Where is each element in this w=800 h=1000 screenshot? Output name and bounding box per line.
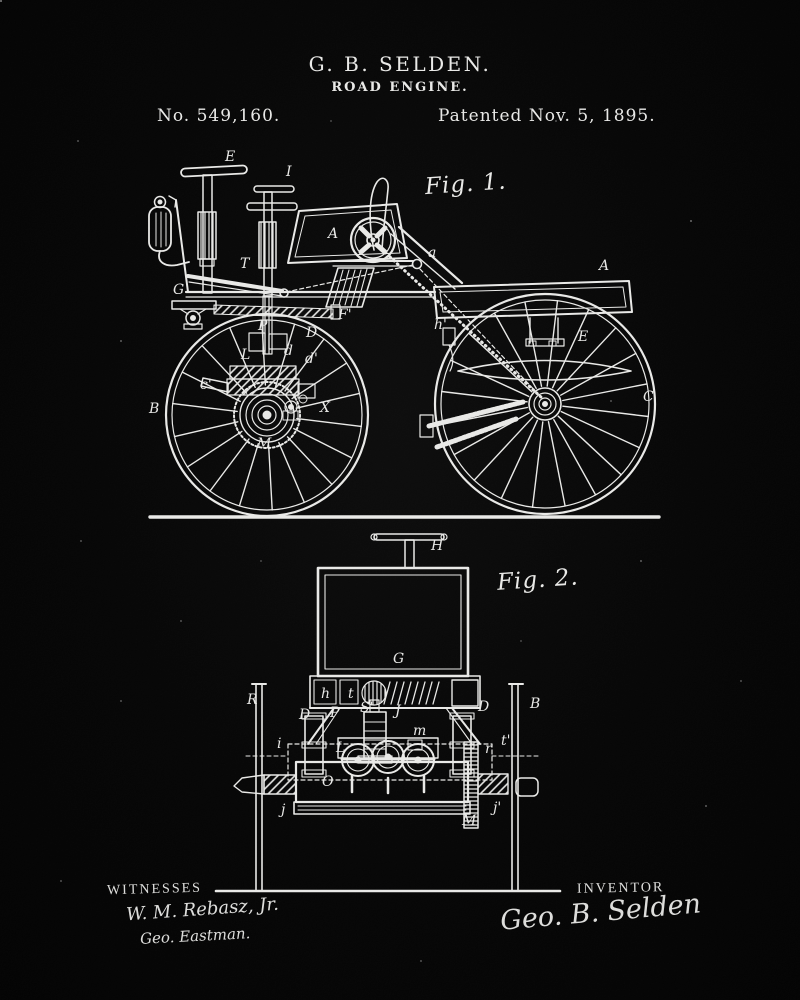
frame-beam — [390, 233, 456, 290]
part-label-E: E — [224, 149, 235, 165]
front-leaf-spring — [213, 304, 334, 319]
chain-dashed-guide — [419, 268, 541, 397]
clutch-handle — [370, 533, 448, 569]
part-label-r: r — [485, 741, 493, 757]
drive-chain — [388, 255, 544, 400]
part-label-t: t' — [501, 733, 510, 749]
part-label-J: J — [392, 703, 402, 719]
fig1-caption: Fig. 1. — [423, 168, 507, 200]
part-label-A: A — [326, 226, 338, 242]
cylinder-left — [301, 712, 327, 778]
rear-frame-rail — [433, 280, 633, 319]
part-label-d: d — [284, 343, 293, 359]
part-label-h: h — [321, 686, 330, 702]
part-label-E: E — [577, 329, 588, 345]
part-label-H: H — [430, 538, 444, 554]
part-label-i: i — [277, 736, 281, 752]
part-label-a: a — [428, 245, 436, 261]
part-label-M: M — [256, 436, 272, 452]
part-label-T: T — [240, 256, 251, 272]
louver-panel — [325, 267, 375, 308]
part-label-R: R — [246, 692, 258, 708]
axle-shaft-left — [233, 774, 297, 795]
part-label-j: j' — [490, 800, 501, 816]
part-label-P: P — [257, 318, 268, 334]
axle-shaft-right — [477, 773, 539, 797]
fig1-part-labels: E I T G AaF' A E C B L Dd d' c' P M Xh' — [148, 149, 654, 452]
part-label-G: G — [393, 651, 404, 667]
part-label-P: P — [329, 705, 340, 721]
part-label-L: L — [335, 740, 345, 756]
front-bracket — [171, 300, 217, 330]
frame-post-left — [251, 683, 267, 891]
part-label-M: M — [461, 813, 477, 829]
patent-date: Patented Nov. 5, 1895. — [438, 106, 656, 126]
rear-coil-spring — [426, 399, 526, 429]
part-label-t: t — [348, 686, 354, 702]
patent-inventor-name: G. B. SELDEN. — [308, 52, 492, 76]
cylinder-heads — [340, 740, 436, 795]
part-label-D: D — [305, 325, 317, 341]
part-label-O: O — [322, 774, 334, 790]
part-label-D: D — [477, 699, 489, 715]
part-label-L: L — [240, 347, 250, 363]
patent-title: ROAD ENGINE. — [331, 80, 469, 95]
part-label-d: d' — [305, 351, 318, 367]
part-label-B: B — [529, 696, 540, 712]
spring-assembly — [309, 675, 481, 709]
patent-number: No. 549,160. — [157, 106, 281, 126]
spring-shackle — [330, 304, 341, 320]
front-axle-engine — [200, 332, 316, 421]
paper-speckles — [0, 0, 2, 2]
part-label-j: j — [278, 802, 286, 818]
seat-body-panel — [287, 203, 408, 264]
part-label-B: B — [148, 401, 159, 417]
dashed-outline — [287, 743, 493, 781]
steering-dashed-link — [285, 264, 414, 293]
part-label-A: A — [597, 258, 609, 274]
part-label-F: F' — [337, 307, 352, 323]
flywheel — [349, 216, 397, 264]
fig2-caption: Fig. 2. — [495, 564, 579, 596]
figure-2-front-view: Fig. 2. H Gh t R B D P S' J Dm i Lr t' Oj j' M — [214, 533, 579, 893]
frame-beam — [397, 225, 464, 285]
part-label-S: S' — [360, 700, 373, 716]
part-label-h: h' — [434, 317, 447, 333]
rear-spring-lens — [457, 359, 632, 381]
rear-wheel — [419, 292, 657, 516]
tiller-arm — [186, 274, 289, 298]
seat-back — [369, 177, 389, 251]
part-label-m: m — [413, 723, 426, 739]
part-label-G: G — [173, 282, 184, 298]
carriage-body — [168, 195, 437, 298]
rear-coil-spring — [434, 416, 519, 450]
part-label-X: X — [319, 400, 331, 416]
figure-1-side-view: Fig. 1. E I T G AaF' A E C B L Dd d' c' P M Xh' — [148, 149, 661, 519]
steering-column — [180, 164, 248, 294]
witnesses-heading: WITNESSES — [106, 880, 203, 899]
part-label-D: D — [298, 707, 310, 723]
side-lamp — [148, 195, 190, 267]
part-label-c: c' — [200, 377, 212, 393]
pump-column — [246, 185, 298, 355]
frame-post-right — [508, 683, 524, 891]
part-label-I: I — [285, 164, 292, 180]
part-label-C: C — [643, 389, 654, 405]
